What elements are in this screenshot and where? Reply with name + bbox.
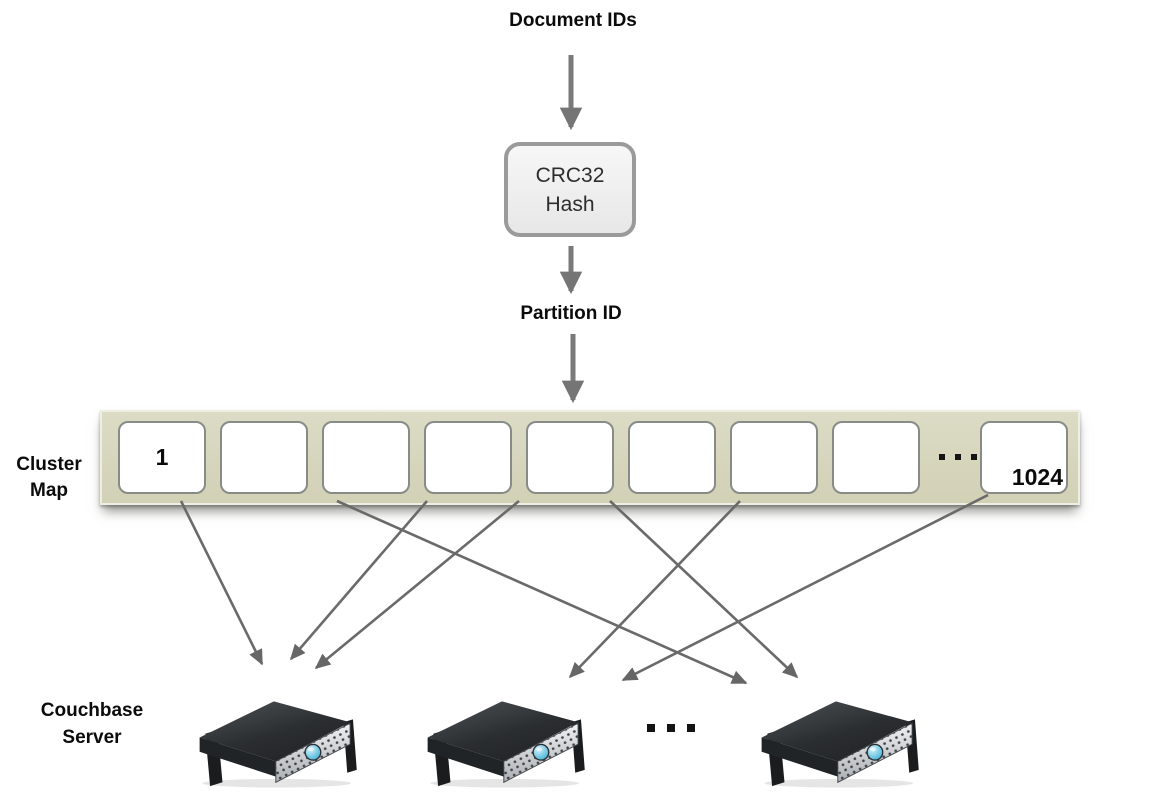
arrow-cell5-to-server1 xyxy=(314,499,520,670)
partition-cell xyxy=(526,421,614,494)
partition-cell xyxy=(628,421,716,494)
server-icon xyxy=(748,688,920,788)
partition-cell xyxy=(424,421,512,494)
crc32-hash-box: CRC32 Hash xyxy=(504,142,636,237)
partition-cell xyxy=(832,421,920,494)
cluster-map-ellipsis-icon xyxy=(934,454,982,460)
servers-ellipsis-icon xyxy=(641,724,701,732)
partition-cell xyxy=(730,421,818,494)
server-icon xyxy=(186,688,358,788)
hash-box-line2: Hash xyxy=(545,192,595,216)
cluster-map-label: Cluster Map xyxy=(16,454,82,501)
server-icon xyxy=(414,688,586,788)
partition-cell-1024: 1024 xyxy=(980,421,1068,494)
partition-cell xyxy=(220,421,308,494)
partition-cell: 1 xyxy=(118,421,206,494)
document-ids-label: Document IDs xyxy=(509,10,637,31)
partition-cell xyxy=(322,421,410,494)
mapping-arrows xyxy=(179,493,989,685)
arrow-cell1-to-server1 xyxy=(179,500,264,666)
cluster-map-band: 1 1024 xyxy=(100,410,1080,505)
hash-box-line1: CRC32 xyxy=(535,163,605,187)
arrow-cell6-to-server3 xyxy=(609,500,799,679)
arrow-cell1024-to-server2 xyxy=(621,493,989,682)
arrow-cell3-to-server3 xyxy=(336,499,748,685)
couchbase-server-label: Couchbase Server xyxy=(40,700,144,748)
arrow-cell4-to-server1 xyxy=(289,500,428,661)
arrow-cell7-to-server2 xyxy=(568,500,741,679)
partition-id-label: Partition ID xyxy=(520,303,622,324)
